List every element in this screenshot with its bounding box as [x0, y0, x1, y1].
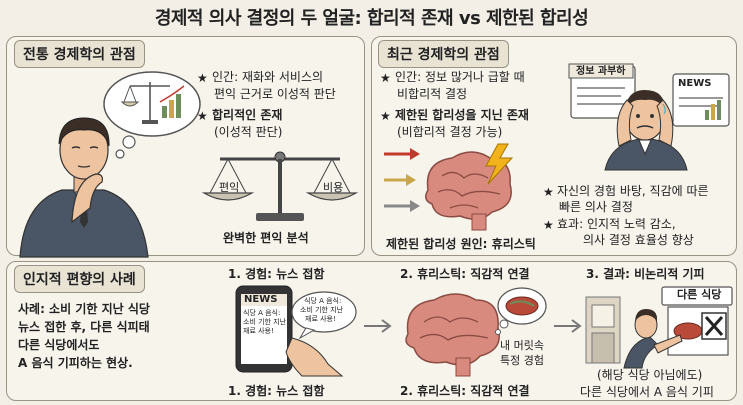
brain-memory-illustration [405, 287, 547, 377]
phone-news-illustration [235, 285, 357, 377]
phone-text3: 재료 사용! [243, 327, 274, 335]
star-icon: ★ [543, 218, 554, 232]
memory-line1: 내 머릿속 [500, 339, 544, 352]
phone-news-label: NEWS [244, 294, 278, 305]
heuristic-line1: 자신의 경험 바탕, 직감에 따른 [557, 184, 709, 198]
thinking-man-illustration [19, 71, 201, 258]
scale-left-label: 편익 [219, 181, 240, 194]
case-line3: 다른 식당에서도 [18, 338, 100, 352]
step2-title: 2. 휴리스틱: 직감적 연결 [400, 267, 530, 281]
modern-news-label: NEWS [678, 78, 712, 89]
arrow-icon [364, 319, 392, 333]
memory-line2: 특정 경험 [500, 354, 544, 367]
modern-point1-line2: 비합리적 결정 [397, 87, 468, 101]
bias-header: 인지적 편향의 사례 [14, 265, 145, 293]
effect-line1: 효과: 인지적 노력 감소, [557, 217, 676, 231]
step3-title: 3. 결과: 비논리적 기피 [586, 267, 705, 281]
star-icon: ★ [380, 71, 391, 85]
bubble-text1: 식당 A 음식: [304, 297, 342, 305]
result-line2: 다른 식당에서 A 음식 기피 [580, 385, 714, 399]
heuristic-line2: 빠른 의사 결정 [559, 200, 633, 214]
traditional-point1-line1: 인간: 재화와 서비스의 [212, 70, 324, 84]
balance-scale-illustration [201, 151, 359, 221]
arrow-icon [554, 319, 582, 333]
traditional-point2-line2: (이성적 판단) [214, 125, 283, 139]
effect-line2: 의사 결정 효율성 향상 [583, 233, 694, 247]
star-icon: ★ [197, 71, 208, 85]
bubble-text2: 소비 기한 지난 [300, 306, 344, 314]
modern-point1-line1: 인간: 정보 많거나 급할 때 [395, 70, 525, 84]
stressed-man-illustration [568, 63, 730, 171]
case-line4: A 음식 기피하는 현상. [18, 356, 133, 370]
phone-text1: 식당 A 음식: [243, 309, 281, 317]
case-line2: 뉴스 접한 후, 다른 식피태 [18, 320, 150, 334]
star-icon: ★ [197, 109, 208, 123]
case-line1: 사례: 소비 기한 지난 식당 [18, 302, 150, 316]
result-line1: (해당 식당 아님에도) [597, 368, 703, 382]
step2-caption: 2. 휴리스틱: 직감적 연결 [400, 384, 530, 398]
modern-caption: 제한된 합리성 원인: 휴리스틱 [386, 237, 536, 251]
traditional-caption: 완벽한 편익 분석 [223, 231, 309, 245]
store-sign: 다른 식당 [677, 288, 722, 301]
modern-point2-line2: (비합리적 결정 가능) [397, 125, 503, 139]
phone-text2: 소비 기한 지난 [243, 318, 287, 326]
traditional-header: 전통 경제학의 관점 [14, 40, 145, 68]
modern-header: 최근 경제학의 관점 [378, 40, 509, 68]
step1-title: 1. 경험: 뉴스 접함 [228, 267, 325, 281]
brain-heuristic-illustration [384, 143, 514, 231]
star-icon: ★ [543, 185, 554, 199]
star-icon: ★ [380, 109, 391, 123]
overload-label: 정보 과부하 [576, 66, 626, 77]
step1-caption: 1. 경험: 뉴스 접함 [228, 384, 325, 398]
traditional-point1-line2: 편익 근거로 이성적 판단 [214, 87, 336, 101]
store-avoidance-illustration [585, 286, 733, 369]
modern-panel [371, 36, 737, 256]
bubble-text3: 재료 사용! [305, 315, 336, 323]
page-title: 경제적 의사 결정의 두 얼굴: 합리적 존재 vs 제한된 합리성 [154, 8, 589, 29]
traditional-point2-line1: 합리적인 존재 [212, 108, 283, 122]
scale-right-label: 비용 [323, 181, 344, 194]
modern-point2-line1: 제한된 합리성을 지닌 존재 [395, 108, 529, 122]
